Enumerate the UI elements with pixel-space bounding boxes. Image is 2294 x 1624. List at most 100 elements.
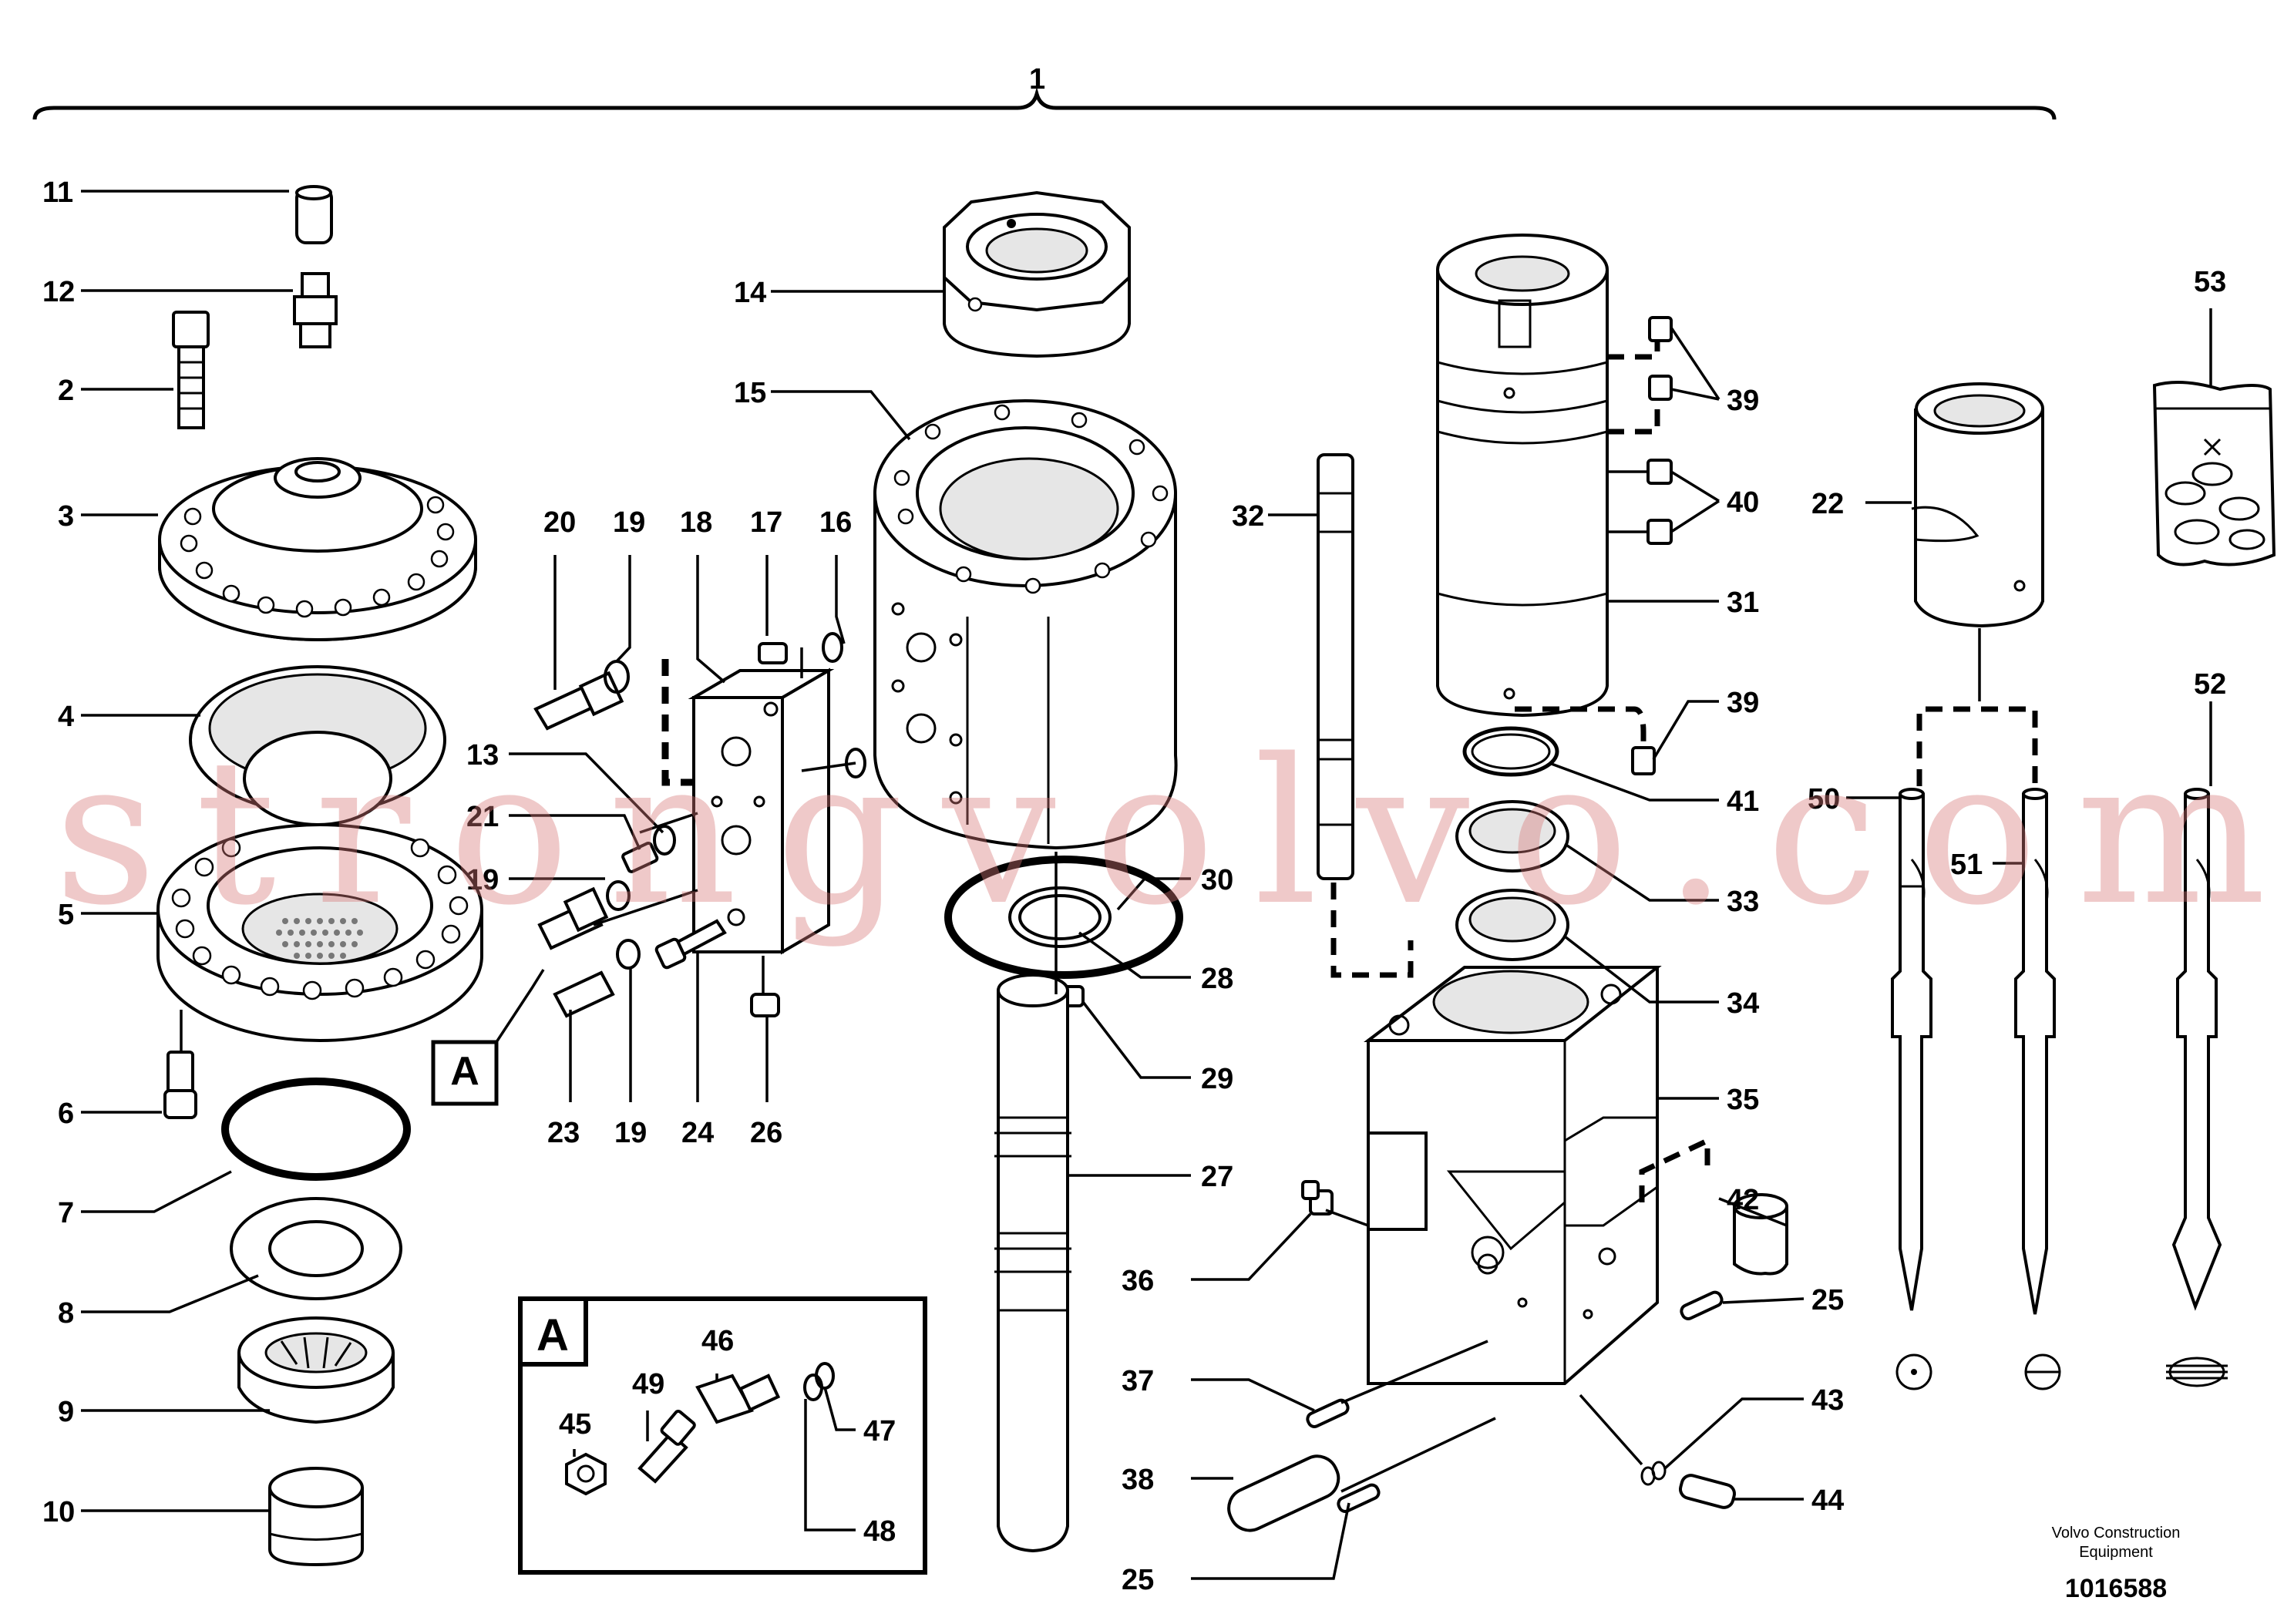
callout-39-top: 39 xyxy=(1727,385,1759,417)
part-52-wide-chisel xyxy=(2171,788,2222,1311)
callout-45: 45 xyxy=(559,1408,591,1441)
callout-29: 29 xyxy=(1201,1063,1233,1095)
callout-22: 22 xyxy=(1811,488,1844,520)
callout-47: 47 xyxy=(863,1415,896,1447)
callout-9: 9 xyxy=(58,1396,74,1428)
part-30-o-ring xyxy=(944,856,1183,979)
callout-35: 35 xyxy=(1727,1084,1759,1116)
callout-42: 42 xyxy=(1727,1184,1759,1216)
callout-17: 17 xyxy=(750,506,782,539)
part-6-screw xyxy=(163,1051,197,1119)
callout-12: 12 xyxy=(42,276,75,308)
part-19-o-ring-c xyxy=(616,939,641,970)
callout-3: 3 xyxy=(58,500,74,533)
lines-head-block xyxy=(1325,1209,1643,1493)
part-15-cylinder xyxy=(873,399,1178,850)
part-38-pin xyxy=(1227,1454,1340,1532)
part-9-damper xyxy=(237,1316,395,1424)
callout-39-bottom: 39 xyxy=(1727,687,1759,719)
part-5-flange xyxy=(156,823,483,1042)
part-35-front-head xyxy=(1364,966,1662,1385)
callout-40: 40 xyxy=(1727,486,1759,519)
company-line-2: Equipment xyxy=(2079,1544,2153,1561)
part-44-plug xyxy=(1679,1474,1736,1509)
callout-16: 16 xyxy=(819,506,852,539)
part-28-seal xyxy=(1008,886,1112,948)
callout-48: 48 xyxy=(863,1515,896,1548)
part-13-o-ring xyxy=(653,825,676,856)
lines-40 xyxy=(1607,470,1648,533)
part-20-fitting xyxy=(533,671,624,731)
callout-labels: 11 12 2 3 4 5 6 7 8 9 10 14 15 20 19 18 … xyxy=(42,177,2226,1596)
part-21-fitting xyxy=(621,841,659,873)
part-36-valve xyxy=(1301,1180,1334,1215)
part-27-piston xyxy=(994,973,1071,1553)
dashed-guide-42 xyxy=(1639,1136,1710,1202)
callout-20: 20 xyxy=(543,506,576,539)
part-37-pin xyxy=(1306,1398,1350,1428)
callout-2: 2 xyxy=(58,375,74,407)
part-12-fitting xyxy=(293,272,338,348)
dashed-guide-39a xyxy=(1607,341,1660,435)
callout-36: 36 xyxy=(1122,1265,1154,1297)
callout-6: 6 xyxy=(58,1098,74,1130)
callout-18: 18 xyxy=(680,506,712,539)
callout-25-right: 25 xyxy=(1811,1284,1844,1316)
callout-15: 15 xyxy=(734,377,766,409)
part-25-pin-b xyxy=(1337,1483,1381,1513)
assembly-callout: 1 xyxy=(1029,63,1045,96)
callout-31: 31 xyxy=(1727,587,1759,619)
leader-lines xyxy=(81,190,2212,1580)
callout-11: 11 xyxy=(42,177,73,209)
callout-30: 30 xyxy=(1201,864,1233,896)
company-line-1: Volvo Construction xyxy=(2052,1525,2181,1542)
dashed-guide-39b xyxy=(1515,706,1646,746)
callout-23: 23 xyxy=(547,1117,580,1149)
callout-46: 46 xyxy=(701,1325,734,1357)
callout-28: 28 xyxy=(1201,963,1233,995)
callout-53: 53 xyxy=(2194,266,2226,298)
part-23-fitting xyxy=(553,970,615,1018)
part-4-bushing xyxy=(189,665,446,826)
part-53-seal-kit-bag xyxy=(2152,381,2276,567)
part-39-set-screws-a xyxy=(1648,316,1673,401)
callout-26: 26 xyxy=(750,1117,782,1149)
callout-7: 7 xyxy=(58,1197,74,1229)
part-34-seal xyxy=(1455,889,1569,961)
part-41-ring xyxy=(1462,726,1559,777)
part-24-screw xyxy=(654,919,727,970)
part-39-set-screw-b xyxy=(1631,746,1656,775)
part-8-washer xyxy=(230,1197,402,1300)
part-14-nut xyxy=(943,190,1131,358)
drawing-number: 1016588 xyxy=(2065,1574,2167,1603)
callout-13: 13 xyxy=(466,739,499,772)
assembly-brace xyxy=(32,86,2057,120)
callout-50: 50 xyxy=(1808,783,1840,815)
callout-19-mid: 19 xyxy=(466,864,499,896)
callout-33: 33 xyxy=(1727,886,1759,918)
callout-19-top: 19 xyxy=(613,506,645,539)
callout-43: 43 xyxy=(1811,1384,1844,1417)
callout-34: 34 xyxy=(1727,987,1759,1020)
part-17-plug xyxy=(758,642,788,664)
tool-section-symbols xyxy=(1895,1353,2228,1390)
callout-38: 38 xyxy=(1122,1464,1154,1496)
callout-5: 5 xyxy=(58,899,74,931)
part-40-pins xyxy=(1646,459,1673,545)
callout-8: 8 xyxy=(58,1297,74,1330)
dashed-guide-18 xyxy=(661,659,694,786)
inset-a-detail xyxy=(518,1296,927,1575)
callout-41: 41 xyxy=(1727,785,1759,818)
callout-49: 49 xyxy=(632,1368,664,1400)
part-43-o-ring xyxy=(1640,1461,1667,1486)
callout-a-box xyxy=(431,969,545,1106)
part-42-nut xyxy=(1733,1193,1788,1276)
part-3-cover xyxy=(158,457,477,641)
callout-24: 24 xyxy=(681,1117,714,1149)
callout-19-bottom: 19 xyxy=(614,1117,647,1149)
callout-51: 51 xyxy=(1950,849,1983,881)
callout-10: 10 xyxy=(42,1496,75,1528)
callout-37: 37 xyxy=(1122,1365,1154,1397)
callout-14: 14 xyxy=(734,277,766,309)
